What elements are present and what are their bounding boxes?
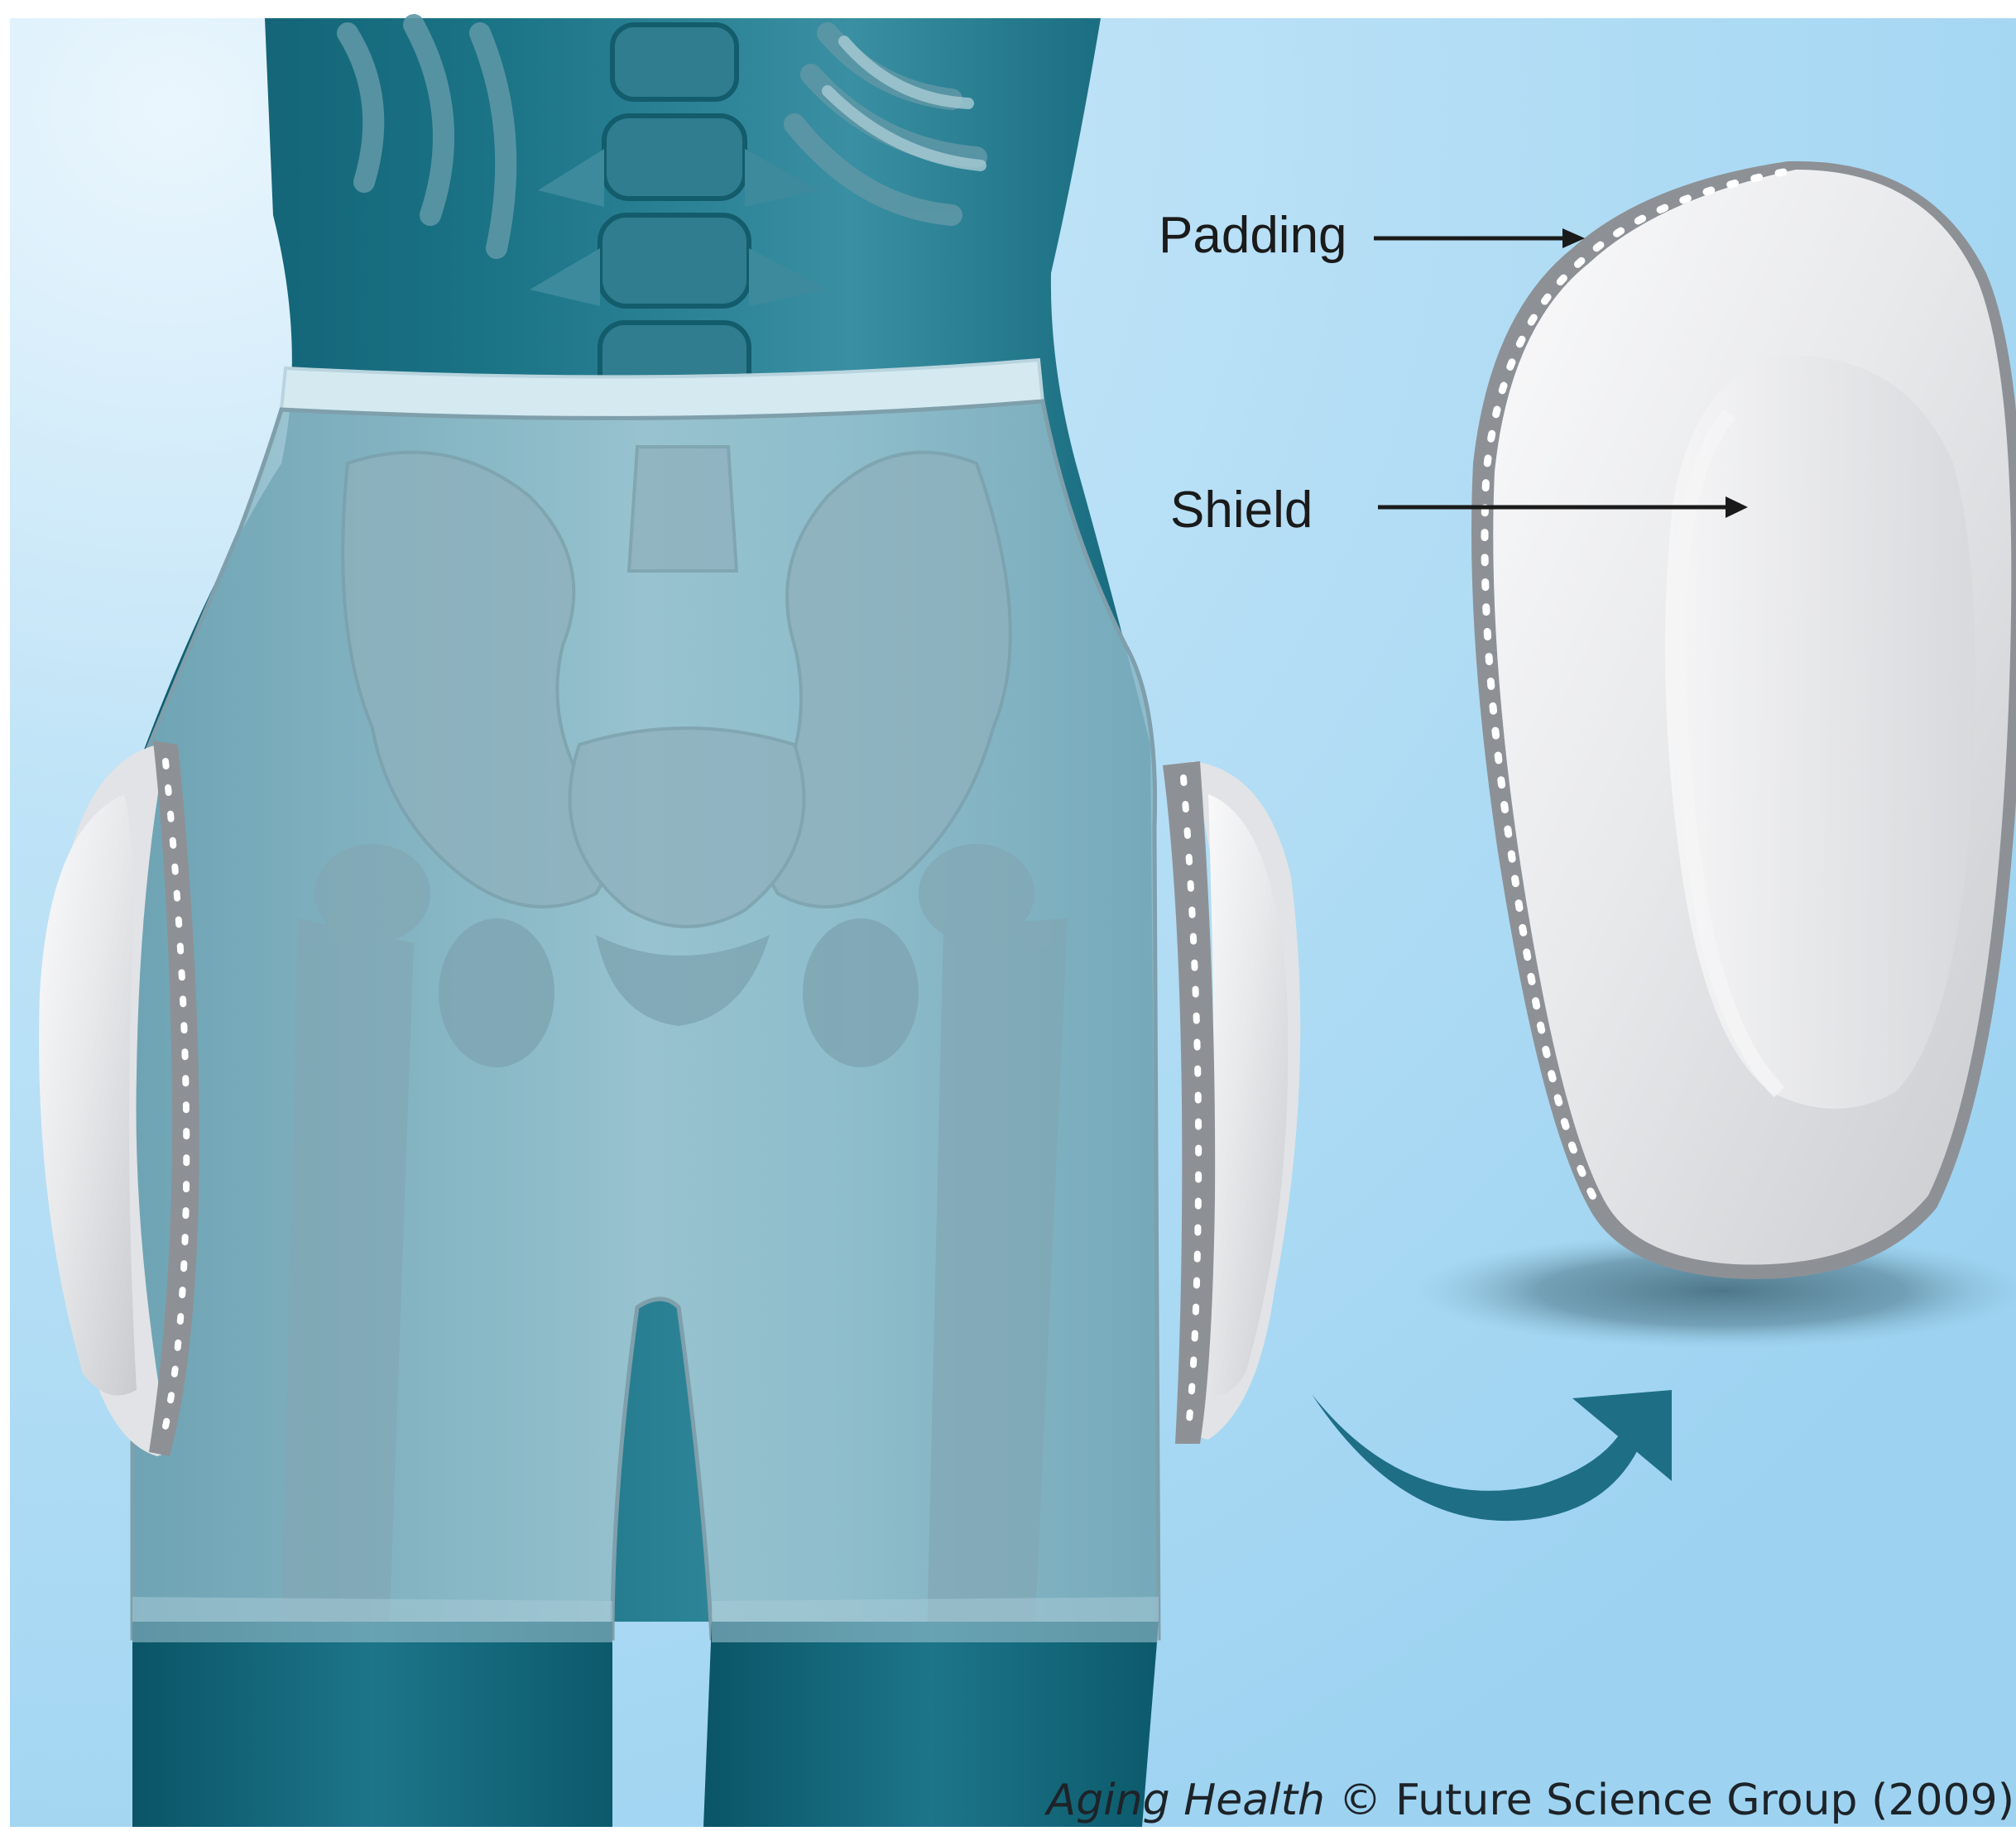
enlarged-shield (1471, 161, 2016, 1279)
padding-label: Padding (1159, 210, 1347, 261)
image-credit: Aging Health © Future Science Group (200… (1047, 1779, 2014, 1822)
garment-hem (712, 1597, 1159, 1642)
shield-label: Shield (1170, 485, 1313, 536)
garment-hem (132, 1597, 612, 1642)
leg-left (132, 1622, 612, 1827)
copyright-text: © Future Science Group (2009) (1338, 1776, 2014, 1825)
journal-name: Aging Health (1047, 1776, 1325, 1825)
